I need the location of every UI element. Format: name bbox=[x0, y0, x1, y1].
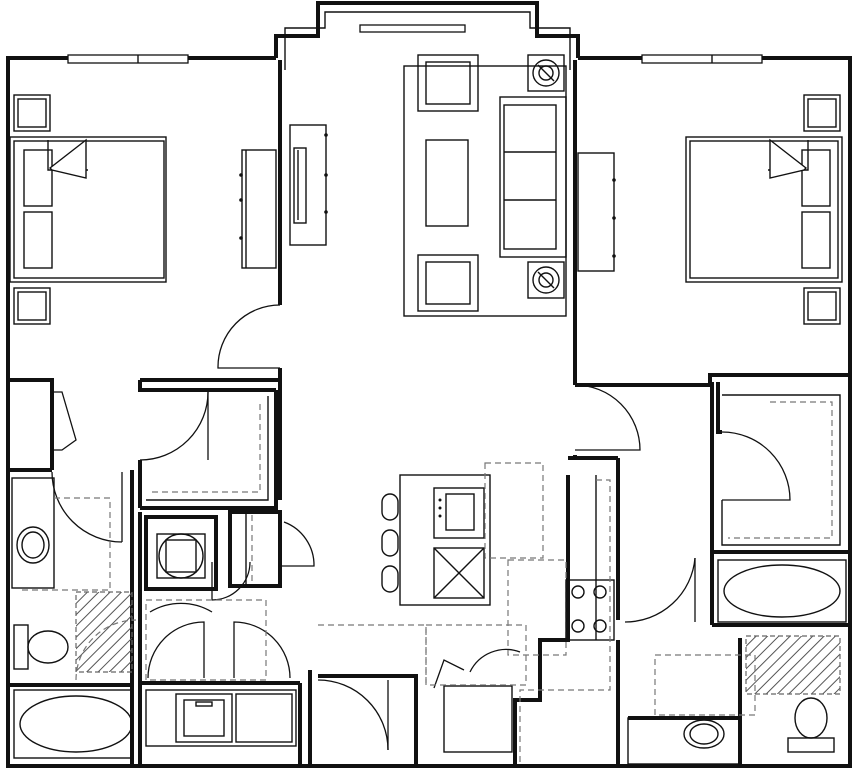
exterior-walls bbox=[6, 1, 852, 768]
walk-in-closet-left bbox=[146, 396, 269, 501]
island bbox=[399, 474, 491, 606]
living-room bbox=[289, 54, 567, 317]
cabinet-outline bbox=[484, 462, 544, 559]
bed bbox=[9, 136, 167, 283]
coffee-table bbox=[425, 139, 469, 227]
lamp-table bbox=[13, 94, 51, 325]
bar-stool bbox=[381, 493, 399, 593]
bedroom-left bbox=[9, 94, 277, 325]
armchair bbox=[417, 54, 479, 312]
toilet bbox=[787, 697, 835, 753]
dresser bbox=[577, 152, 616, 272]
bath-right bbox=[627, 559, 847, 765]
interior-walls bbox=[8, 60, 850, 768]
bathtub bbox=[717, 559, 847, 623]
bedroom-right bbox=[577, 94, 843, 325]
lamp-table bbox=[803, 94, 841, 325]
washer bbox=[175, 693, 233, 743]
water-heater bbox=[156, 533, 206, 579]
vanity-sink bbox=[11, 477, 55, 589]
kitchen bbox=[318, 462, 615, 765]
linen-shelves bbox=[245, 512, 253, 586]
windows bbox=[67, 24, 763, 64]
dryer bbox=[235, 693, 293, 743]
sofa bbox=[499, 96, 567, 258]
bathtub bbox=[13, 689, 133, 759]
vanity-sink bbox=[627, 717, 741, 765]
sink bbox=[433, 487, 485, 539]
tv-console bbox=[289, 124, 328, 246]
dishwasher bbox=[433, 547, 485, 599]
dresser bbox=[239, 149, 277, 269]
range bbox=[565, 579, 615, 641]
lamp-table bbox=[527, 54, 565, 299]
walk-in-closet-right bbox=[728, 401, 833, 539]
laundry bbox=[145, 512, 297, 747]
doors bbox=[51, 304, 791, 751]
bed bbox=[685, 136, 843, 283]
bath-left bbox=[11, 477, 137, 759]
toilet bbox=[13, 624, 69, 670]
refrigerator bbox=[443, 685, 513, 753]
